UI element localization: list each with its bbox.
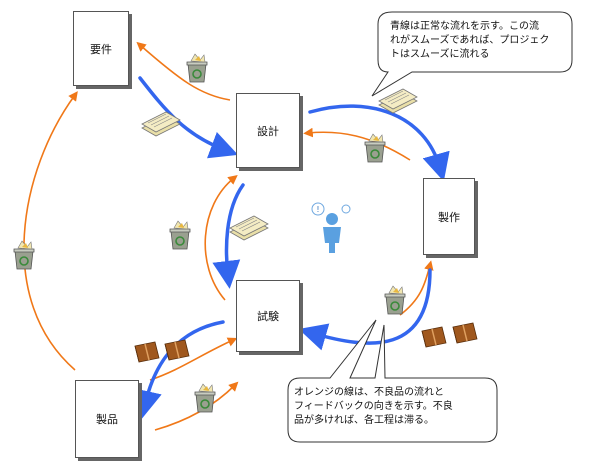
recycle-bin-icon [364,133,386,163]
product-to-test-orange [149,337,238,381]
callout-orange-bubble [287,319,498,443]
stage-test-label: 試験 [257,310,279,323]
stage-requirements: 要件 [73,11,129,86]
cardboard-box-icon [134,341,160,363]
cardboard-box-icon [421,326,447,348]
svg-text:!: ! [316,205,319,214]
build-to-design-orange [303,127,411,161]
cardboard-box-icon [164,339,190,361]
stage-requirements-label: 要件 [90,42,112,56]
recycle-bin-icon [13,240,35,270]
stage-build-label: 製作 [438,210,460,224]
callout-shapes [287,11,573,443]
requirements-to-design-blue [138,76,239,159]
stage-test: 試験 [236,280,300,352]
recycle-bin-icon [194,383,216,413]
callout-blue-line: トはスムーズに流れる [390,49,490,60]
recycle-bin-icon [186,53,208,83]
cardboard-box-icon [452,322,478,344]
stage-build: 製作 [423,178,475,255]
stage-design-label: 設計 [257,124,279,138]
build-to-test-blue [298,268,432,351]
callout-blue-text: 青線は正常な流れを示す。この流 れがスムーズであれば、プロジェク トはスムーズに… [390,20,570,62]
test-to-design-orange [204,175,238,301]
callout-blue-line: れがスムーズであれば、プロジェク [390,35,550,46]
thinking-person-icon: ! [311,202,351,253]
design-to-test-blue [212,183,245,289]
callout-orange-line: フィードバックの向きを示す。不良 [294,401,453,412]
callout-orange-line: オレンジの線は、不良品の流れと [294,387,444,398]
design-to-build-blue [308,104,450,182]
callout-blue-line: 青線は正常な流れを示す。この流 [390,21,539,32]
stage-product-label: 製品 [96,413,118,426]
design-to-requirements-orange [136,41,231,101]
stage-product: 製品 [75,380,139,458]
recycle-bin-icon [384,285,406,315]
callout-blue-bubble [371,11,573,97]
callout-orange-text: オレンジの線は、不良品の流れと フィードバックの向きを示す。不良 品が多ければ、… [294,386,494,428]
document-stack-icon [229,215,269,241]
stage-design: 設計 [236,93,300,168]
product-to-requirements-orange [23,91,78,371]
recycle-bin-icon [169,220,191,250]
callout-orange-line: 品が多ければ、各工程は滞る。 [294,415,434,426]
